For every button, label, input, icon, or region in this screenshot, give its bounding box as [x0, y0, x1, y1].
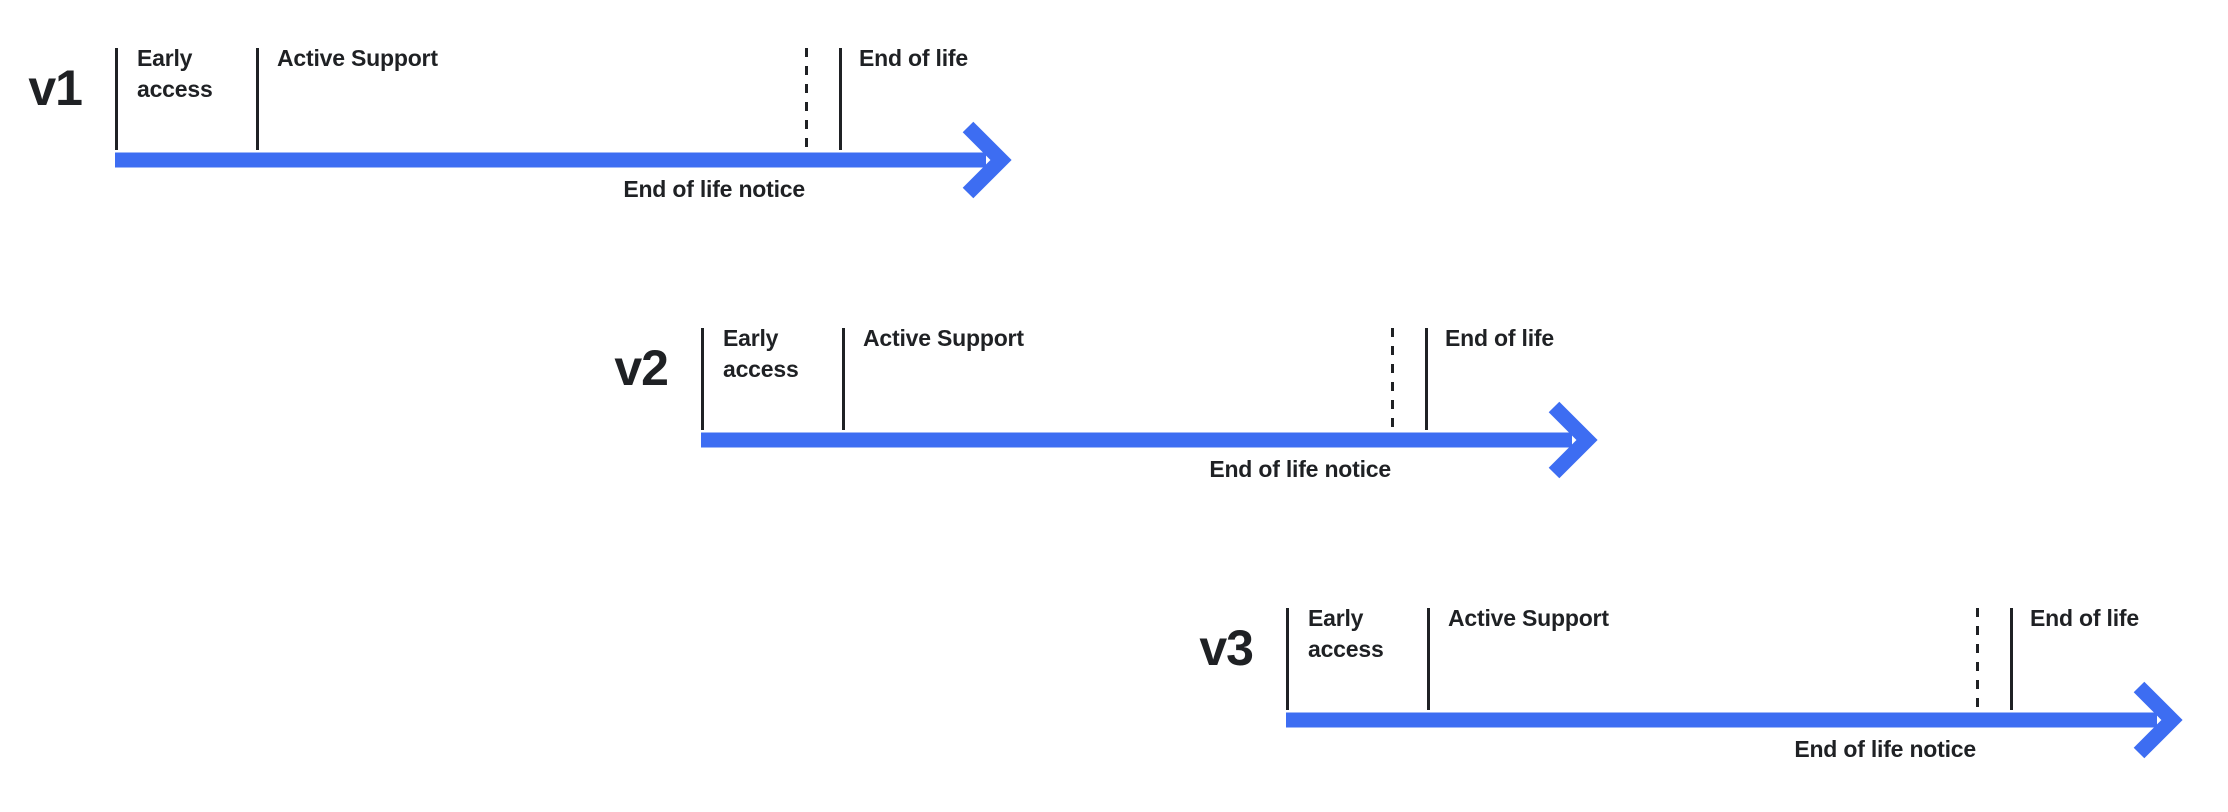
early-access-start-tick	[1286, 608, 1289, 710]
active-support-start-tick	[842, 328, 845, 430]
end-of-life-tick	[839, 48, 842, 150]
timeline-arrow	[701, 401, 1598, 479]
active-support-start-tick	[256, 48, 259, 150]
timeline-row-v2: v2 Early access Active Support End of li…	[614, 325, 1616, 498]
eol-notice-dashed-line	[1391, 328, 1394, 430]
early-access-label: Early access	[1308, 605, 1384, 663]
end-of-life-label: End of life	[1445, 325, 1554, 351]
end-of-life-notice-label: End of life notice	[1209, 456, 1391, 482]
arrow-head-icon	[962, 121, 1012, 199]
end-of-life-label: End of life	[2030, 605, 2139, 631]
version-label: v2	[614, 340, 669, 396]
arrow-head-icon	[2133, 681, 2183, 759]
end-of-life-label: End of life	[859, 45, 968, 71]
timeline-row-v3: v3 Early access Active Support End of li…	[1199, 605, 2201, 778]
early-access-label: Early access	[137, 45, 213, 103]
eol-notice-dashed-line	[1976, 608, 1979, 710]
end-of-life-notice-label: End of life notice	[623, 176, 805, 202]
timeline-row-v1: v1 Early access Active Support End of li…	[28, 45, 1030, 218]
early-access-start-tick	[115, 48, 118, 150]
early-access-label: Early access	[723, 325, 799, 383]
arrow-head-icon	[1548, 401, 1598, 479]
active-support-label: Active Support	[1448, 605, 1609, 631]
version-label: v3	[1199, 620, 1254, 676]
active-support-label: Active Support	[863, 325, 1024, 351]
active-support-label: Active Support	[277, 45, 438, 71]
timeline-arrow	[115, 121, 1012, 199]
active-support-start-tick	[1427, 608, 1430, 710]
timeline-arrow	[1286, 681, 2183, 759]
end-of-life-tick	[2010, 608, 2013, 710]
end-of-life-notice-label: End of life notice	[1794, 736, 1976, 762]
version-label: v1	[28, 60, 83, 116]
end-of-life-tick	[1425, 328, 1428, 430]
early-access-start-tick	[701, 328, 704, 430]
eol-notice-dashed-line	[805, 48, 808, 150]
